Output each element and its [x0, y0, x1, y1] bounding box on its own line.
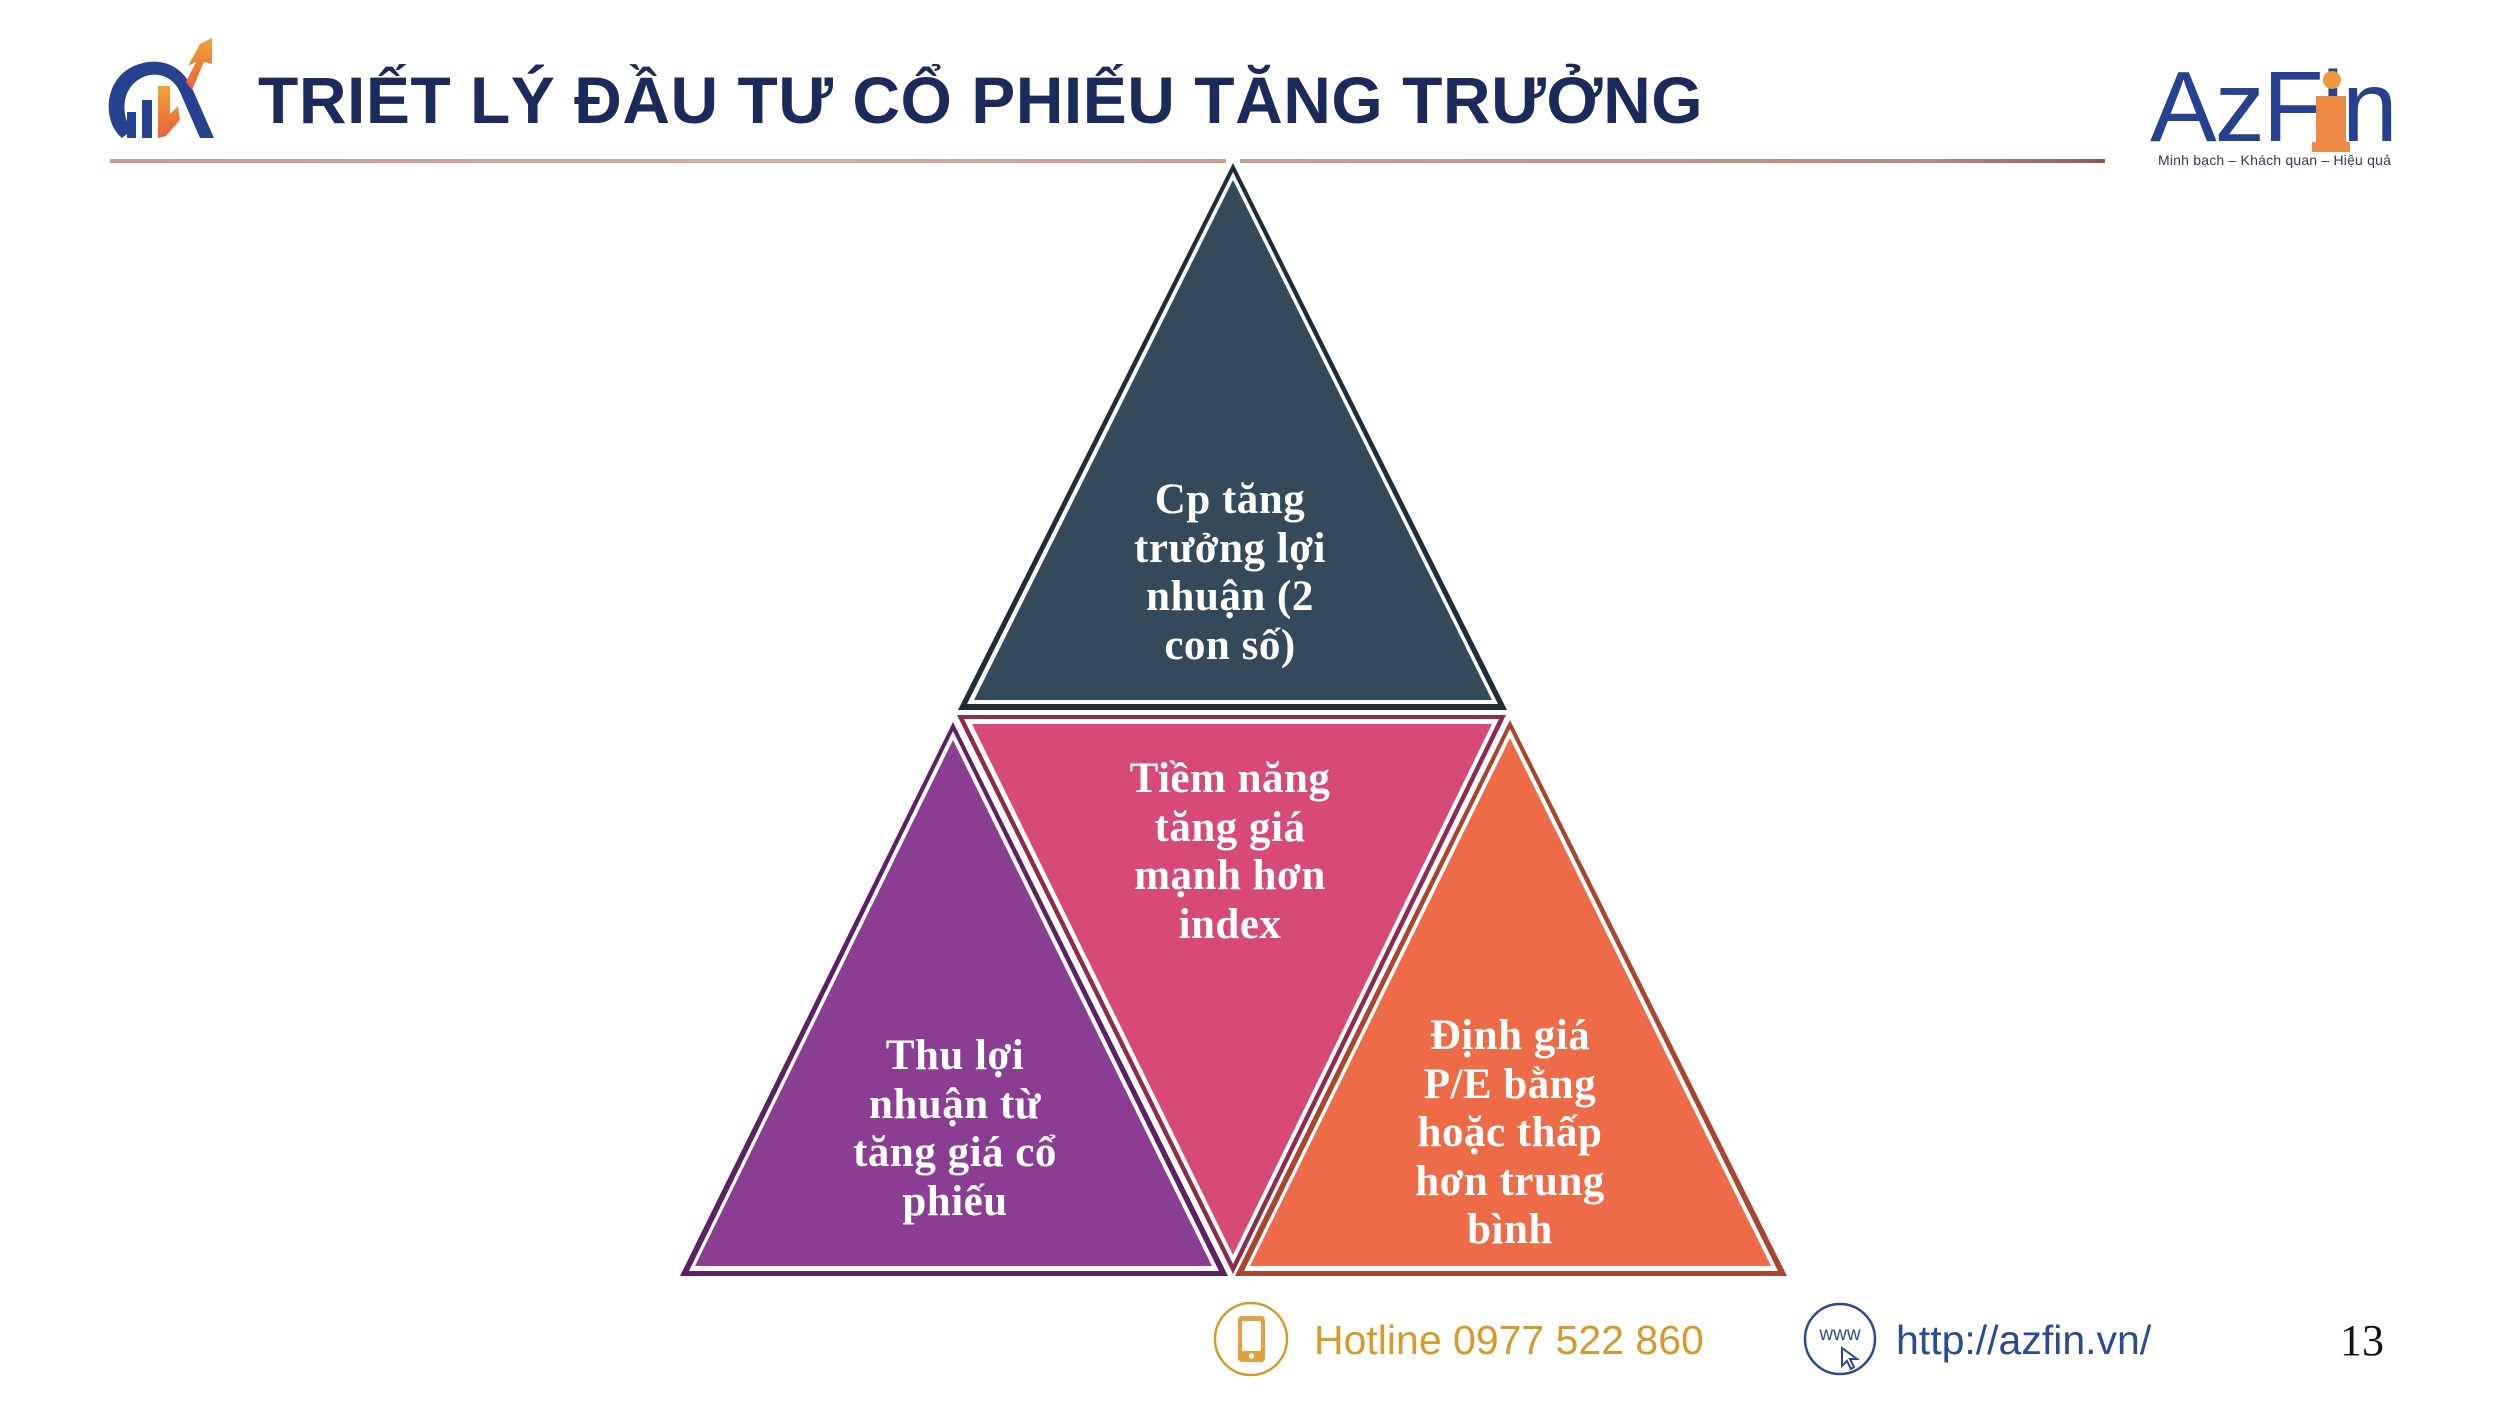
brand-name-part1: AzF	[2150, 51, 2324, 163]
company-logo-icon	[108, 38, 214, 138]
triangle-top	[958, 163, 1507, 710]
segment-text-top: Cp tăng trưởng lợi nhuận (2 con số)	[1134, 476, 1326, 669]
brand-logo: AzFin Minh bạch – Khách quan – Hiệu quả	[2150, 57, 2430, 172]
website-icon: www	[1803, 1302, 1877, 1376]
brand-tagline: Minh bạch – Khách quan – Hiệu quả	[2158, 152, 2392, 168]
brand-i-accent-icon	[2312, 71, 2350, 152]
segment-text-middle: Tiềm năng tăng giá mạnh hơn index	[1129, 755, 1331, 948]
segment-text-left: Thu lợi nhuận từ tăng giá cổ phiếu	[853, 1032, 1057, 1225]
page-title: TRIẾT LÝ ĐẦU TƯ CỔ PHIẾU TĂNG TRƯỞNG	[258, 63, 1704, 137]
segment-text-right: Định giá P/E bằng hoặc thấp hơn trung bì…	[1415, 1012, 1605, 1253]
triangle-right	[1235, 720, 1787, 1276]
website-link[interactable]: http://azfin.vn/	[1896, 1317, 2152, 1363]
header-divider-right	[1240, 159, 2105, 163]
hotline-text: Hotline 0977 522 860	[1314, 1317, 1704, 1363]
header-divider-left	[110, 159, 1226, 163]
phone-icon	[1213, 1301, 1289, 1377]
triangle-middle	[957, 715, 1506, 1274]
triangle-left	[680, 722, 1228, 1276]
svg-text:www: www	[1818, 1324, 1860, 1345]
page-number: 13	[2340, 1316, 2384, 1365]
